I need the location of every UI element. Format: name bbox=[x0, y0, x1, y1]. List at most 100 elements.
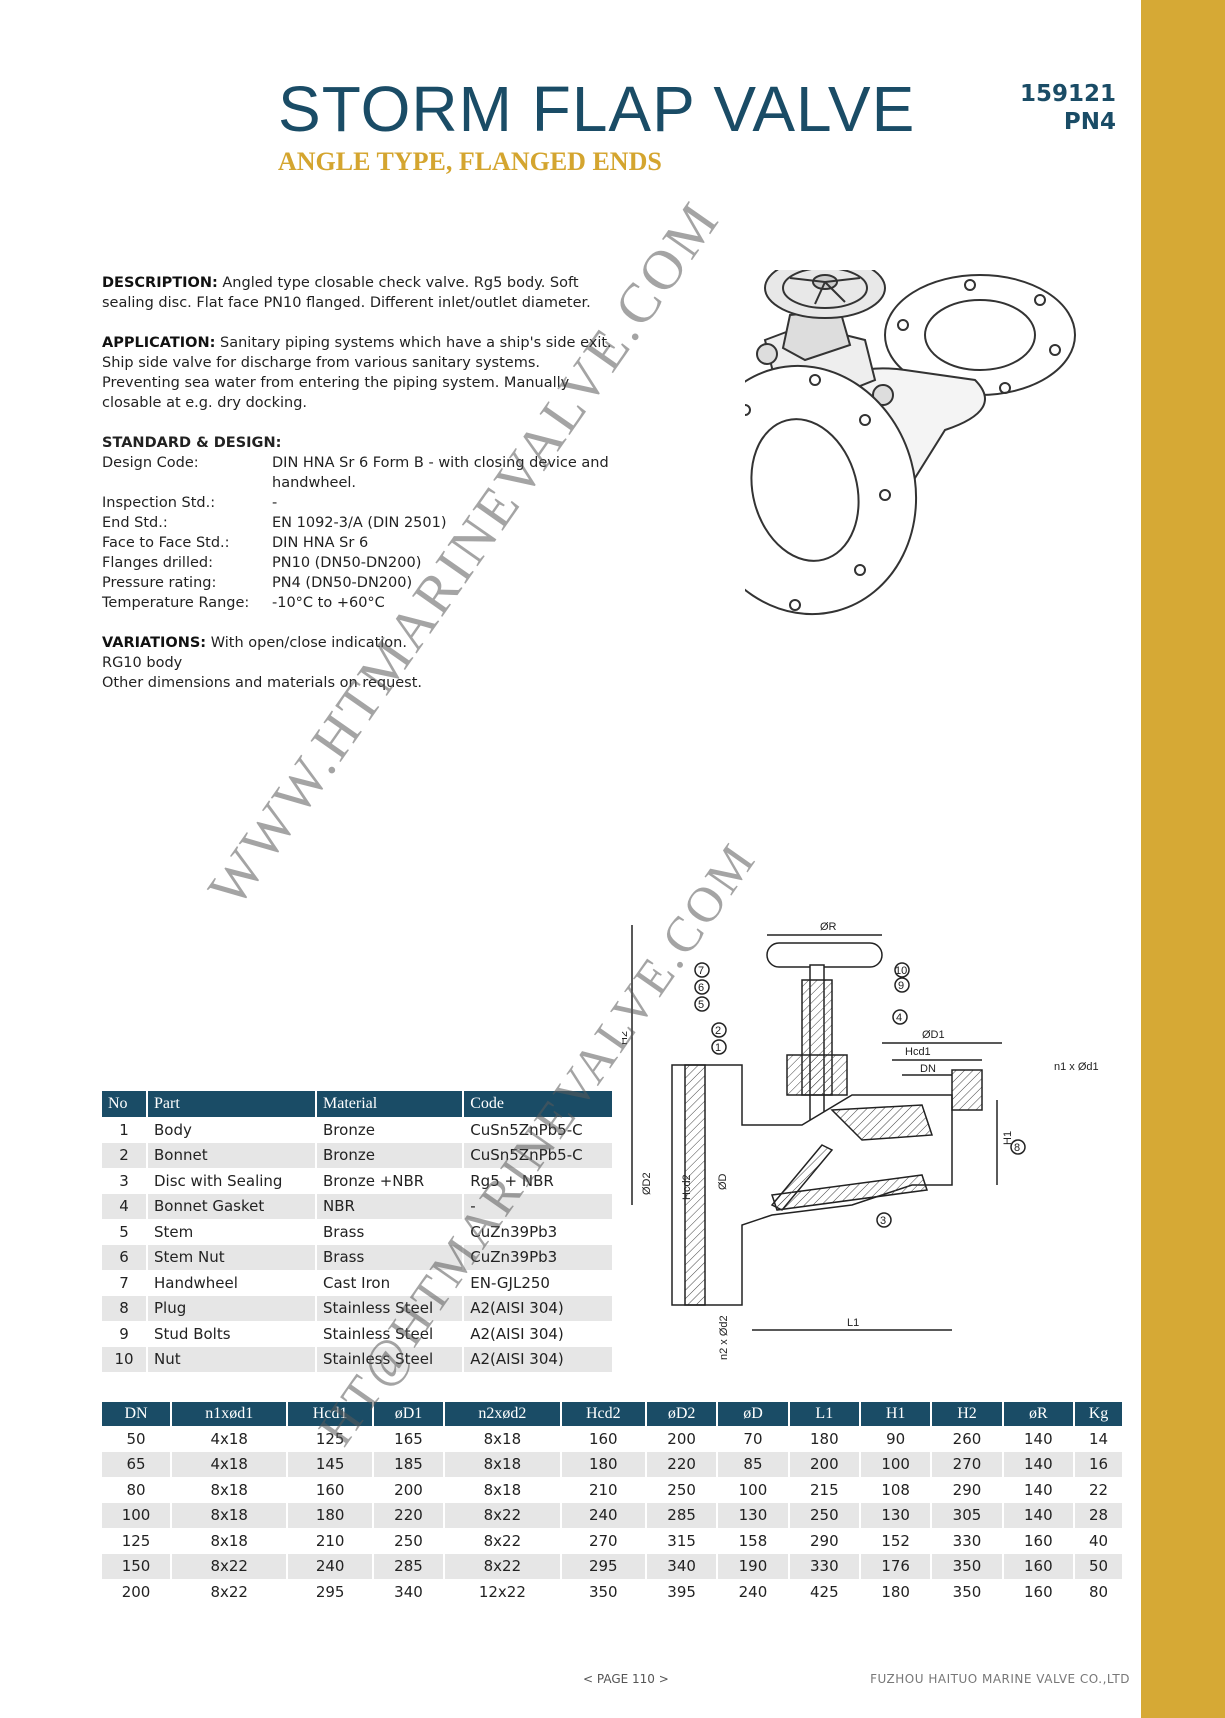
label-n1: n1 x Ød1 bbox=[1054, 1061, 1099, 1073]
page-number: < PAGE 110 > bbox=[583, 1672, 669, 1686]
table-cell: 425 bbox=[788, 1579, 861, 1605]
col-header: Code bbox=[463, 1091, 612, 1117]
table-cell: Body bbox=[147, 1117, 318, 1143]
std-row: Temperature Range:-10°C to +60°C bbox=[102, 593, 622, 613]
balloon-3: 3 bbox=[880, 1215, 886, 1227]
pressure-class: PN4 bbox=[1063, 109, 1116, 135]
table-cell: 285 bbox=[372, 1553, 446, 1579]
label-oD: ØD bbox=[717, 1173, 729, 1190]
parts-header-row: No Part Material Code bbox=[102, 1091, 612, 1117]
table-cell: EN-GJL250 bbox=[470, 1273, 550, 1292]
description-paragraph: DESCRIPTION: Angled type closable check … bbox=[102, 273, 622, 313]
std-row: End Std.:EN 1092-3/A (DIN 2501) bbox=[102, 513, 622, 533]
table-cell: Stainless Steel bbox=[316, 1346, 465, 1372]
application-label: APPLICATION: bbox=[102, 335, 216, 351]
table-cell: 152 bbox=[859, 1528, 933, 1554]
table-cell: Stud Bolts bbox=[147, 1321, 318, 1347]
std-value: DIN HNA Sr 6 Form B - with closing devic… bbox=[272, 455, 609, 491]
table-cell: 8x18 bbox=[171, 1528, 289, 1554]
label-DN: DN bbox=[920, 1063, 936, 1075]
table-cell: Bronze bbox=[316, 1117, 465, 1143]
col-header: Part bbox=[147, 1091, 318, 1117]
col-header: Hcd1 bbox=[287, 1402, 374, 1426]
table-cell: 290 bbox=[788, 1528, 861, 1554]
table-cell: 340 bbox=[645, 1553, 719, 1579]
table-cell: 250 bbox=[645, 1477, 719, 1503]
table-cell: 240 bbox=[560, 1502, 647, 1528]
table-cell: 4x18 bbox=[171, 1426, 289, 1452]
balloon-8: 8 bbox=[1014, 1142, 1020, 1154]
table-cell: 210 bbox=[560, 1477, 647, 1503]
std-row: Flanges drilled:PN10 (DN50-DN200) bbox=[102, 553, 622, 573]
company-name: FUZHOU HAITUO MARINE VALVE CO.,LTD bbox=[870, 1672, 1130, 1686]
table-cell: 8x18 bbox=[171, 1477, 289, 1503]
table-cell: 350 bbox=[931, 1553, 1004, 1579]
table-cell: 200 bbox=[102, 1579, 173, 1605]
table-cell: 395 bbox=[645, 1579, 719, 1605]
col-header: øR bbox=[1002, 1402, 1076, 1426]
table-cell: NBR bbox=[316, 1193, 465, 1219]
table-cell: 9 bbox=[102, 1321, 148, 1347]
table-cell: 200 bbox=[372, 1477, 446, 1503]
table-cell: 90 bbox=[859, 1426, 933, 1452]
table-cell: 4x18 bbox=[171, 1451, 289, 1477]
col-header: No bbox=[102, 1091, 148, 1117]
label-H2: H2 bbox=[622, 1031, 630, 1045]
table-cell: 210 bbox=[287, 1528, 374, 1554]
std-row: Design Code:DIN HNA Sr 6 Form B - with c… bbox=[102, 453, 622, 493]
table-cell: 330 bbox=[931, 1528, 1004, 1554]
table-cell: Bronze bbox=[316, 1142, 465, 1168]
table-cell: 180 bbox=[560, 1451, 647, 1477]
table-cell: Disc with Sealing bbox=[147, 1168, 318, 1194]
table-cell: 190 bbox=[717, 1553, 790, 1579]
table-cell: 22 bbox=[1088, 1480, 1109, 1499]
table-cell: 270 bbox=[931, 1451, 1004, 1477]
table-cell: 160 bbox=[560, 1426, 647, 1452]
balloon-1: 1 bbox=[715, 1042, 721, 1054]
std-key: Flanges drilled: bbox=[102, 555, 213, 571]
table-cell: 185 bbox=[372, 1451, 446, 1477]
table-cell: CuSn5ZnPb5-C bbox=[463, 1142, 612, 1168]
table-cell: 8 bbox=[102, 1295, 148, 1321]
table-cell: 315 bbox=[645, 1528, 719, 1554]
std-value: EN 1092-3/A (DIN 2501) bbox=[272, 515, 447, 531]
variations-text: RG10 body bbox=[102, 655, 183, 671]
table-cell: 1 bbox=[102, 1117, 148, 1143]
table-cell: 290 bbox=[931, 1477, 1004, 1503]
table-cell: 140 bbox=[1002, 1502, 1076, 1528]
table-cell: 330 bbox=[788, 1553, 861, 1579]
col-header: Kg bbox=[1074, 1402, 1122, 1426]
balloon-10: 10 bbox=[895, 965, 907, 977]
table-cell: 180 bbox=[859, 1579, 933, 1605]
info-section: DESCRIPTION: Angled type closable check … bbox=[102, 273, 622, 693]
table-cell: 7 bbox=[102, 1270, 148, 1296]
description-text: Angled type closable check valve. Rg5 bo… bbox=[102, 275, 591, 311]
table-cell: 145 bbox=[287, 1451, 374, 1477]
table-cell: - bbox=[463, 1193, 612, 1219]
valve-illustration bbox=[745, 270, 1076, 616]
table-cell: 2 bbox=[102, 1142, 148, 1168]
label-H1: H1 bbox=[1002, 1131, 1014, 1145]
balloon-2: 2 bbox=[715, 1025, 721, 1037]
table-cell: 220 bbox=[372, 1502, 446, 1528]
col-header: L1 bbox=[788, 1402, 861, 1426]
table-cell: Stainless Steel bbox=[316, 1295, 465, 1321]
table-cell: A2(AISI 304) bbox=[463, 1295, 612, 1321]
table-cell: 14 bbox=[1088, 1429, 1109, 1448]
table-cell: 250 bbox=[788, 1502, 861, 1528]
table-cell: 8x22 bbox=[171, 1553, 289, 1579]
table-cell: 240 bbox=[717, 1579, 790, 1605]
table-cell: 165 bbox=[372, 1426, 446, 1452]
table-cell: 140 bbox=[1002, 1451, 1076, 1477]
table-cell: 3 bbox=[102, 1168, 148, 1194]
